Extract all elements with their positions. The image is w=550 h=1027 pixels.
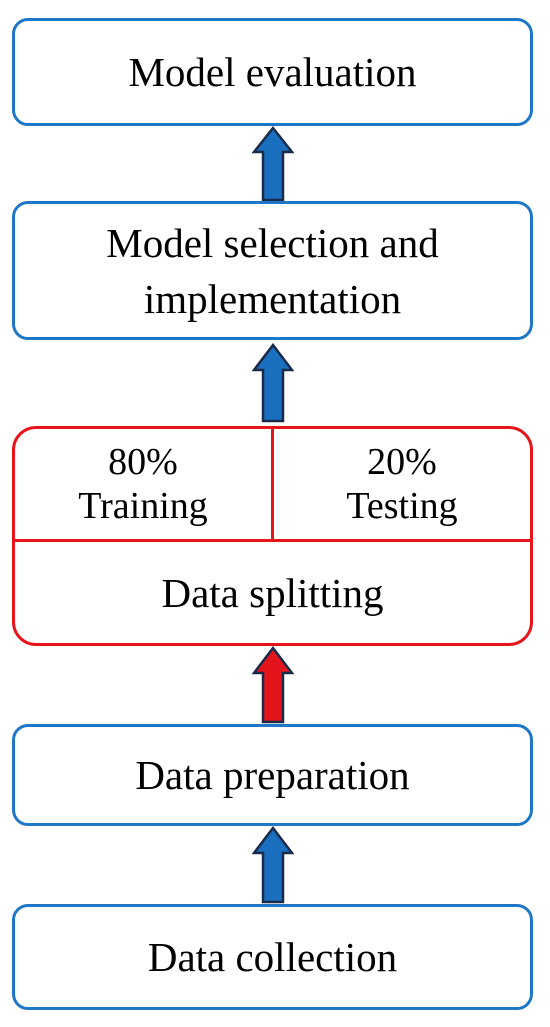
data-splitting-label-cell: Data splitting	[15, 542, 530, 643]
up-arrow-icon	[252, 646, 294, 724]
data-preparation-label: Data preparation	[135, 752, 410, 798]
data-collection-box: Data collection	[12, 904, 533, 1010]
data-collection-label: Data collection	[147, 934, 398, 980]
training-cell: 80% Training	[15, 429, 271, 539]
testing-percent: 20%	[367, 441, 437, 483]
model-selection-box: Model selection and implementation	[12, 201, 533, 340]
up-arrow-icon	[252, 126, 294, 202]
testing-cell: 20% Testing	[271, 429, 530, 539]
split-ratio-row: 80% Training 20% Testing	[15, 429, 530, 542]
training-percent: 80%	[108, 441, 178, 483]
model-evaluation-box: Model evaluation	[12, 18, 533, 126]
up-arrow-icon	[252, 343, 294, 423]
model-selection-label-line2: implementation	[143, 275, 402, 322]
data-preparation-box: Data preparation	[12, 724, 533, 826]
training-label: Training	[78, 485, 208, 527]
up-arrow-icon	[252, 826, 294, 904]
model-evaluation-label: Model evaluation	[128, 49, 417, 95]
model-selection-label-line1: Model selection and	[106, 219, 439, 266]
data-splitting-label: Data splitting	[161, 569, 384, 616]
testing-label: Testing	[346, 485, 458, 527]
data-splitting-box: 80% Training 20% Testing Data splitting	[12, 426, 533, 646]
